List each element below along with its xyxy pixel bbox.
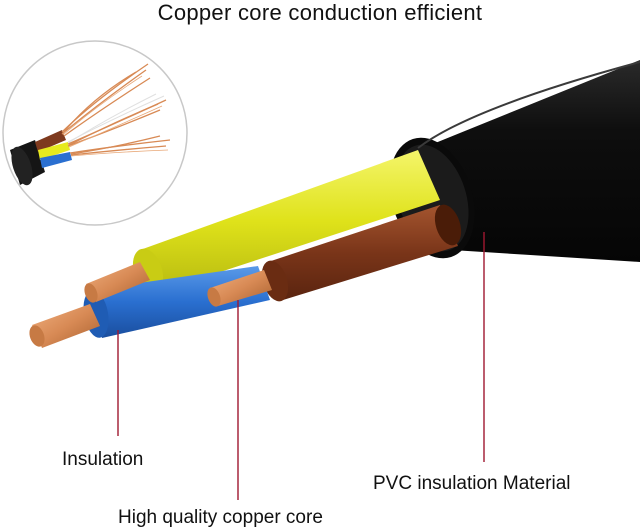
leader-lines (117, 232, 485, 500)
brown-wire (261, 204, 462, 302)
stranded-copper-inset-icon (2, 40, 188, 226)
pvc-insulation-material-label: PVC insulation Material (373, 473, 571, 494)
copper-core-label: High quality copper core (118, 507, 323, 528)
page-title: Copper core conduction efficient (157, 0, 483, 25)
insulation-label: Insulation (62, 449, 144, 470)
copper-conductors (29, 262, 272, 348)
